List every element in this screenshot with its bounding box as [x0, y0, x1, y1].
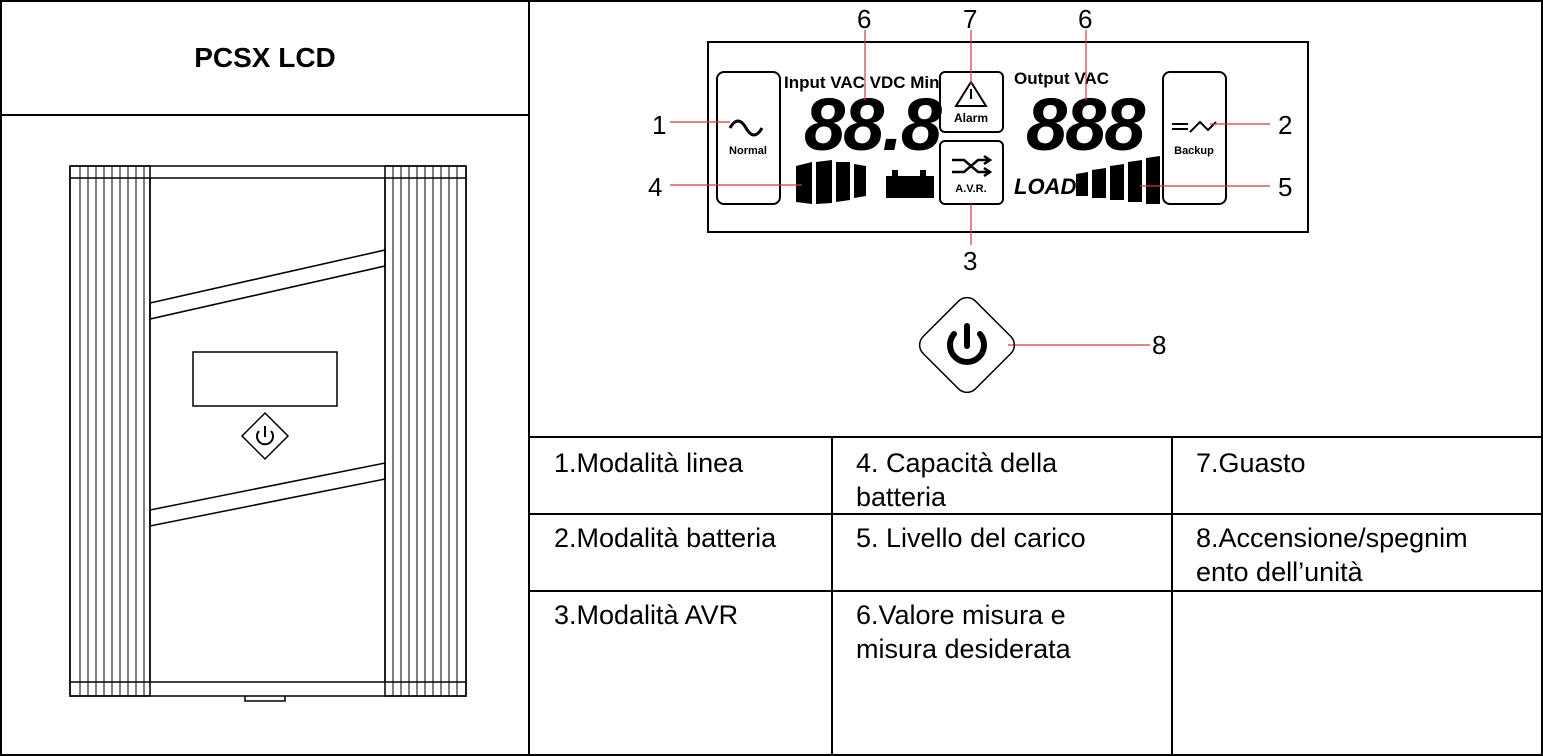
callout-3: 3: [963, 246, 977, 276]
legend-top-line: [528, 436, 1543, 438]
legend-row-line-2: [528, 590, 1543, 592]
alarm-label: Alarm: [954, 111, 988, 125]
callout-7: 7: [963, 4, 977, 34]
title-row-divider: [0, 114, 530, 116]
load-label: LOAD: [1014, 174, 1076, 199]
legend-cell-r2c0: 3.Modalità AVR: [554, 600, 739, 630]
battery-icon: [886, 170, 934, 198]
lcd-diagram: 88.8 888 Input VAC VDC Min Output VAC No…: [648, 4, 1309, 394]
legend-cell-r1c0: 2.Modalità batteria: [554, 523, 777, 553]
output-digits: 888: [1026, 83, 1146, 166]
input-unit-label: Input VAC VDC Min: [784, 73, 940, 92]
callout-1: 1: [652, 110, 666, 140]
battery-capacity-bars: [796, 160, 866, 204]
power-button: [918, 296, 1016, 394]
backup-label: Backup: [1174, 145, 1214, 157]
input-digits: 88.8: [804, 83, 943, 166]
callout-2: 2: [1278, 110, 1292, 140]
callout-4: 4: [648, 172, 662, 202]
legend-col-line-1: [831, 436, 833, 756]
callout-6b: 6: [1078, 4, 1092, 34]
load-level-bars: [1076, 156, 1160, 204]
avr-label: A.V.R.: [955, 183, 986, 195]
legend-row-line-1: [528, 513, 1543, 515]
legend-col-line-2: [1171, 436, 1173, 756]
ups-front-illustration: [69, 165, 467, 702]
legend-cell-r0c0: 1.Modalità linea: [554, 448, 744, 478]
output-unit-label: Output VAC: [1014, 69, 1109, 88]
page-title: PCSX LCD: [194, 42, 336, 73]
legend-cell-r1c1: 5. Livello del carico: [856, 523, 1086, 553]
callout-6a: 6: [857, 4, 871, 34]
column-divider: [528, 0, 530, 756]
callout-5: 5: [1278, 172, 1292, 202]
normal-label: Normal: [729, 145, 767, 157]
legend-cell-r0c2: 7.Guasto: [1196, 448, 1306, 478]
callout-8: 8: [1152, 330, 1166, 360]
